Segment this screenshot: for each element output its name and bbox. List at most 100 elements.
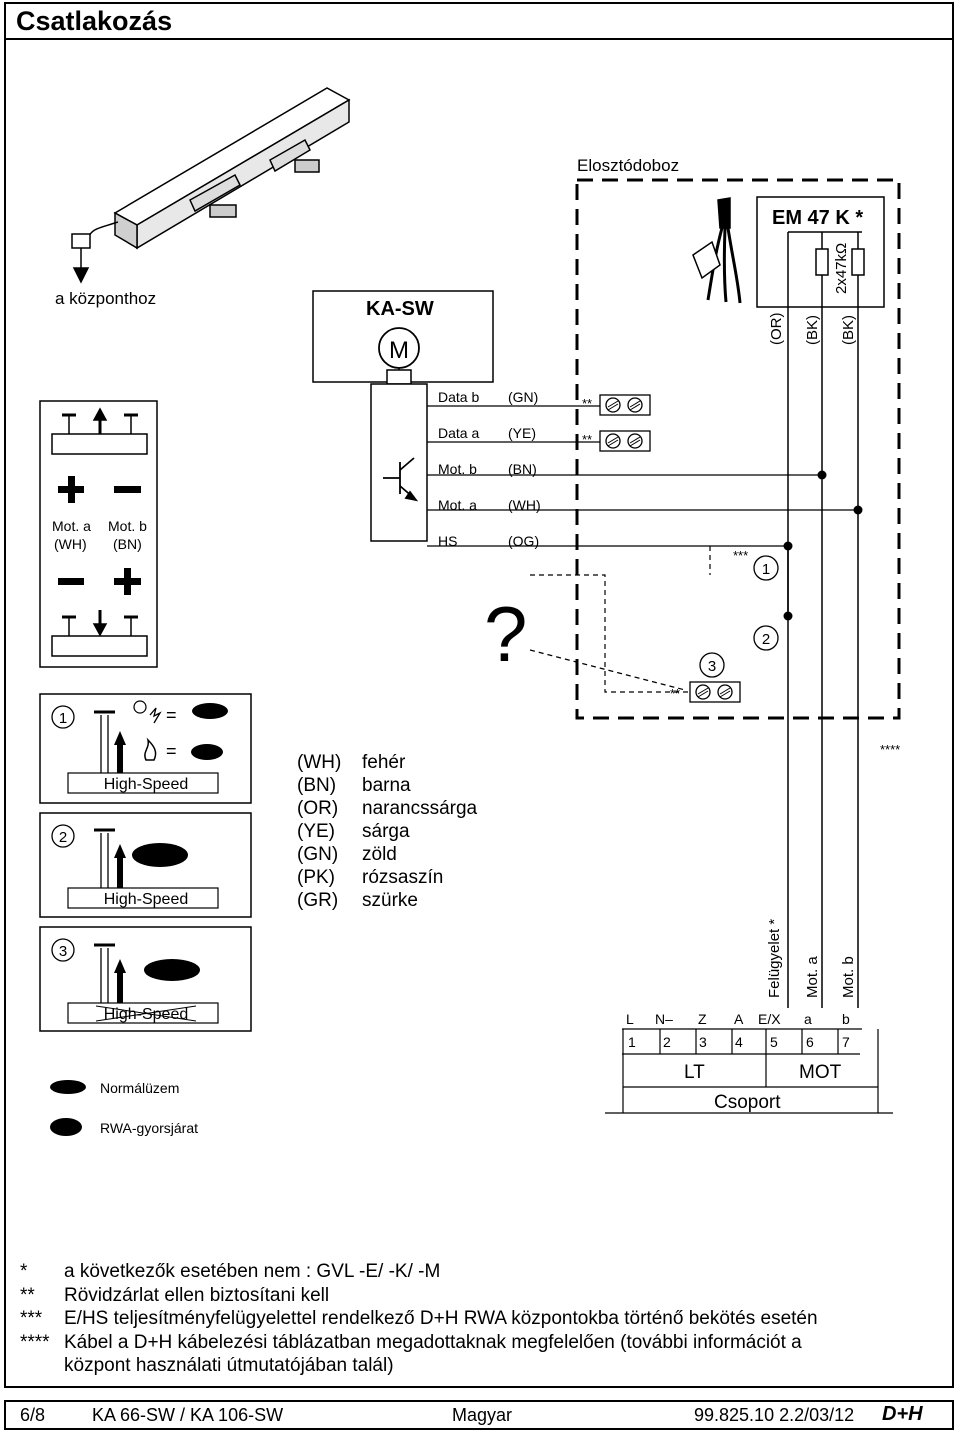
wire-code-og: (OG) <box>508 533 539 549</box>
terminal-number-4: 4 <box>735 1034 743 1050</box>
footnote-2: **Rövidzárlat ellen biztosítani kell <box>20 1284 330 1306</box>
contact-1-marker <box>753 555 779 581</box>
terminal-number-3: 3 <box>699 1034 707 1050</box>
resistors-label: 2x47kΩ <box>833 243 850 294</box>
svg-text:barna: barna <box>362 775 411 796</box>
legend-rwa: RWA-gyorsjárat <box>100 1120 198 1136</box>
equals-normal: = <box>166 705 177 725</box>
terminal-letter-mot-a: a <box>804 1011 812 1027</box>
question-mark: ? <box>484 590 527 678</box>
normal-mode-turtle-icon <box>50 1080 86 1094</box>
em-wire-bk-1: (BK) <box>804 315 821 345</box>
speed-mode-3: 3 High-Speed <box>39 926 252 1032</box>
terminal-letter-z: Z <box>698 1011 707 1027</box>
terminal-number-1: 1 <box>628 1034 636 1050</box>
wire-name-mot-b: Mot. b <box>438 461 477 477</box>
plus-minus-icons-bottom <box>58 568 141 595</box>
dh-logo: D+H <box>882 1403 923 1425</box>
up-arrow-icon <box>114 731 126 745</box>
actuator-illustration <box>71 87 351 284</box>
svg-text:(WH): (WH) <box>297 752 341 773</box>
wire-code-gn: (GN) <box>508 389 538 405</box>
wire-code-ye: (YE) <box>508 425 536 441</box>
distribution-box-label: Elosztódoboz <box>577 156 679 175</box>
svg-text:narancssárga: narancssárga <box>362 798 478 819</box>
wire-code-bn: (BN) <box>508 461 537 477</box>
label-cable <box>692 197 742 304</box>
speed-mode-1-label: High-Speed <box>104 776 189 793</box>
speed-mode-3-number: 3 <box>59 943 67 960</box>
wire-name-data-a: Data a <box>438 425 479 441</box>
speed-mode-2: 2 High-Speed <box>39 812 252 918</box>
mot-b-color: (BN) <box>113 536 142 552</box>
wire-name-data-b: Data b <box>438 389 479 405</box>
svg-text:(GR): (GR) <box>297 890 338 911</box>
page-title: Csatlakozás <box>16 6 173 36</box>
terminal-number-5: 5 <box>770 1034 778 1050</box>
open-direction-icon <box>51 407 148 455</box>
svg-text:(GN): (GN) <box>297 844 338 865</box>
content-frame <box>4 40 954 1388</box>
svg-text:szürke: szürke <box>362 890 418 911</box>
monitoring-label: Felügyelet * <box>766 919 783 998</box>
terminal-number-2: 2 <box>663 1034 671 1050</box>
footnote-4: ****Kábel a D+H kábelezési táblázatban m… <box>20 1331 802 1353</box>
equals-rwa: = <box>166 741 177 761</box>
terminal-number-6: 6 <box>806 1034 814 1050</box>
terminal-letter-l: L <box>626 1011 634 1027</box>
contact-1-label: 1 <box>762 561 770 578</box>
turtle-icon <box>144 959 200 981</box>
vertical-wires <box>787 307 859 1008</box>
wire-name-mot-a: Mot. a <box>438 497 477 513</box>
sun-icon <box>133 700 147 714</box>
em-wire-bk-2: (BK) <box>840 315 857 345</box>
em-module-label: EM 47 K * <box>772 207 863 229</box>
terminal-block-data-b: ** <box>582 394 651 416</box>
spindle-icon <box>94 710 115 775</box>
wind-icon <box>149 707 162 724</box>
terminal-group-lt: LT <box>684 1062 705 1083</box>
svg-text:(OR): (OR) <box>297 798 338 819</box>
document-code: 99.825.10 2.2/03/12 <box>694 1405 855 1425</box>
resistor-pair <box>787 231 865 307</box>
contact-2-marker <box>753 625 779 651</box>
svg-text:rózsaszín: rózsaszín <box>362 867 443 888</box>
svg-text:zöld: zöld <box>362 844 397 865</box>
terminal-group-caption: Csoport <box>714 1092 781 1113</box>
color-legend: (WH) fehér (BN) barna (OR) narancssárga (YE… <box>297 752 478 911</box>
to-central-label: a központhoz <box>55 289 156 308</box>
svg-text:sárga: sárga <box>362 821 410 842</box>
terminal-block-bridge: ** <box>670 681 741 703</box>
model-name: KA 66-SW / KA 106-SW <box>92 1405 284 1425</box>
terminal-strip: L N– Z A E/X a b 1 2 3 4 5 6 <box>605 1011 893 1114</box>
wire-name-hs: HS <box>438 533 457 549</box>
transistor-icon <box>383 457 419 502</box>
motor-symbol: M <box>389 337 409 364</box>
ka-sw-label: KA-SW <box>366 298 434 320</box>
distribution-box <box>575 178 901 720</box>
footnotes: *a következők esetében nem : GVL -E/ -K/… <box>20 1260 818 1378</box>
terminal-block-data-a: ** <box>582 430 651 452</box>
terminal-letter-n: N– <box>655 1011 673 1027</box>
short-circuit-mark-2: ** <box>582 432 592 447</box>
short-circuit-mark-1: ** <box>582 396 592 411</box>
svg-text:fehér: fehér <box>362 752 406 773</box>
mot-b-vertical-label: Mot. b <box>840 956 857 998</box>
contact-3-label: 3 <box>708 658 716 675</box>
close-direction-icon <box>51 610 148 657</box>
speed-mode-1-number: 1 <box>59 710 67 727</box>
svg-text:(YE): (YE) <box>297 821 335 842</box>
cable-mark: **** <box>880 742 900 757</box>
hs-mark: *** <box>733 548 748 563</box>
title-bar: Csatlakozás <box>4 2 954 40</box>
terminal-group-mot: MOT <box>799 1062 842 1083</box>
rabbit-icon <box>191 744 223 760</box>
terminal-letter-ex: E/X <box>758 1011 781 1027</box>
language: Magyar <box>452 1405 513 1425</box>
footnote-1: *a következők esetében nem : GVL -E/ -K/… <box>20 1261 441 1282</box>
svg-text:(BN): (BN) <box>297 775 336 796</box>
mot-a-color: (WH) <box>54 536 87 552</box>
contact-3-marker <box>699 652 725 678</box>
